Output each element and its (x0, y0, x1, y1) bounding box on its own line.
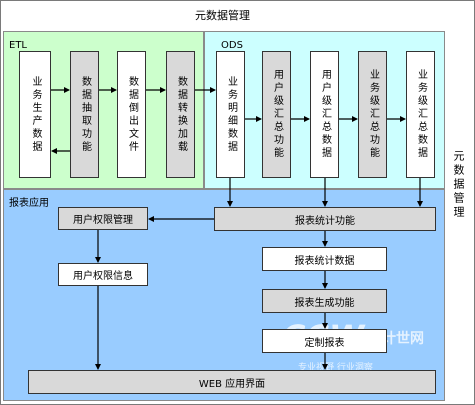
ods-box-business-detail: 业务明细数据 (216, 51, 245, 178)
ods-box-user-summary-function: 用户级汇总功能 (262, 51, 291, 178)
box-custom-report: 定制报表 (262, 329, 387, 353)
ods-box-user-summary-data: 用户级汇总数据 (310, 51, 339, 178)
box-report-stats-function: 报表统计功能 (214, 207, 436, 231)
ods-box-business-summary-function: 业务级汇总功能 (358, 51, 387, 178)
report-label: 报表应用 (9, 198, 49, 209)
etl-label: ETL (9, 40, 27, 51)
diagram-title: 元数据管理 (195, 9, 250, 22)
ods-label: ODS (221, 40, 243, 51)
box-web-ui: WEB 应用界面 (28, 370, 436, 394)
box-user-rights-management: 用户权限管理 (58, 207, 148, 230)
box-report-stats-data: 报表统计数据 (262, 247, 387, 271)
right-side-label: 元数据管理 (452, 150, 465, 220)
watermark-site: 计世网 (382, 331, 424, 347)
etl-box-export-file: 数据倒出文件 (117, 51, 146, 178)
box-user-rights-info: 用户权限信息 (58, 263, 148, 286)
etl-box-transform-load: 数据转换加载 (166, 51, 195, 178)
etl-box-source-data: 业务生产数据 (19, 51, 51, 178)
box-report-generate-function: 报表生成功能 (262, 289, 387, 313)
watermark-tagline: 专业视野 行业洞察 (298, 363, 373, 373)
etl-box-extract-function: 数据抽取功能 (70, 51, 99, 178)
ods-box-business-summary-data: 业务级汇总数据 (406, 51, 435, 178)
